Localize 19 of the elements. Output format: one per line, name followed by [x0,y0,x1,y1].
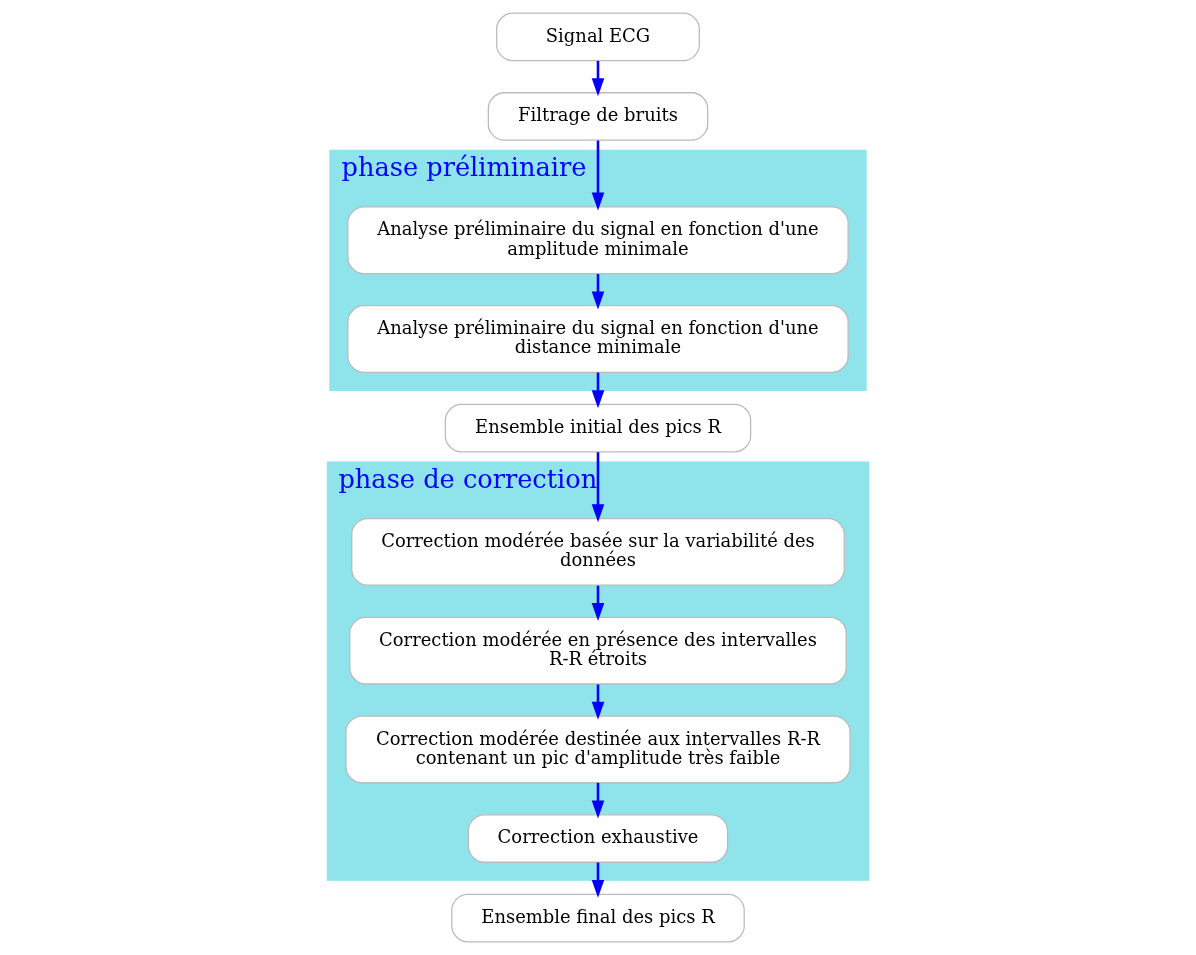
node-box: Analyse préliminaire du signal en fonction d'une distance minimale [347,305,849,373]
node-box: Ensemble final des pics R [451,893,745,943]
arrow [591,452,605,523]
arrow [591,684,605,720]
node-box: Correction exhaustive [467,814,729,863]
arrow [591,372,605,409]
node-box: Ensemble initial des pics R [444,403,752,453]
arrow [591,60,605,97]
arrow [591,585,605,622]
node-box: Correction modérée basée sur la variabilité des données [351,517,845,586]
arrow [591,862,605,898]
node-box: Correction modérée destinée aux intervalles R-R contenant un pic d'amplitude très faible [345,715,851,784]
arrow [591,274,605,310]
node-box: Correction modérée en présence des intervalles R-R étroits [349,616,847,685]
node-box: Analyse préliminaire du signal en fonction d'une amplitude minimale [347,206,849,275]
arrow [591,782,605,819]
arrow [591,140,605,211]
node-box: Signal ECG [496,12,700,62]
node-box: Filtrage de bruits [487,92,709,141]
